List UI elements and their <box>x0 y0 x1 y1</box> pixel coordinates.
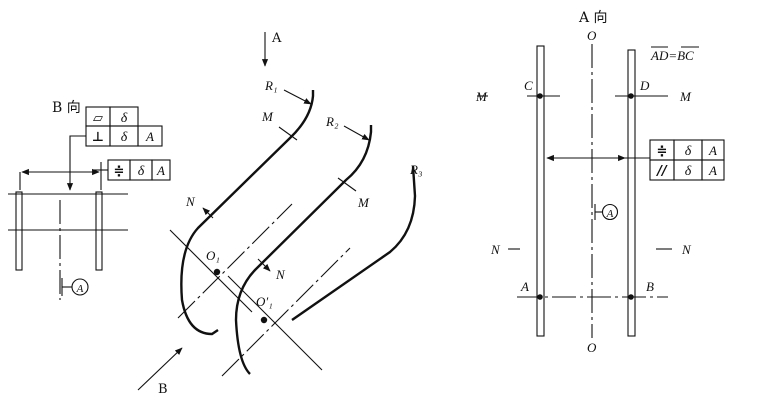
equation-label: AD=BC <box>650 48 694 63</box>
m-label-left: M <box>475 89 488 104</box>
plate-right <box>627 49 636 337</box>
o-label-top: O <box>587 28 597 43</box>
n-label-right: N <box>681 242 692 257</box>
frame-right-datum: A <box>156 163 165 178</box>
frame-right-tolerance: δ <box>138 164 145 179</box>
m-label-right: M <box>679 89 692 104</box>
parallelism-symbol-icon: // <box>655 164 668 179</box>
frame-mid-datum: A <box>145 129 154 144</box>
point-b-label: B <box>646 279 654 294</box>
datum-label-left: A <box>76 283 84 295</box>
frame-row2-datum: A <box>708 163 717 178</box>
n-label-upper: N <box>185 194 196 209</box>
left-view: B 向 ▱ δ ⊥ δ A ≑ δ A <box>8 100 171 300</box>
center-o1-prime <box>260 316 268 324</box>
point-a-label: A <box>520 279 529 294</box>
n-label-lower: N <box>275 267 286 282</box>
tolerance-frame-mid: ⊥ δ A <box>85 125 163 147</box>
frame-row1-datum: A <box>708 143 717 158</box>
plate-left <box>536 45 545 337</box>
frame-top-tolerance: δ <box>121 111 128 126</box>
symmetry-symbol-icon: ≑ <box>114 164 125 179</box>
hook-3 <box>291 165 417 321</box>
arrow-b-label: B <box>158 382 168 397</box>
datum-symbol-left: A <box>61 278 89 296</box>
frame-row2-tolerance: δ <box>685 164 692 179</box>
datum-symbol-right: A <box>594 203 619 221</box>
o-label-bottom: O <box>587 340 597 355</box>
frame-row1-tolerance: δ <box>685 144 692 159</box>
o1p-label: O′₁ <box>256 294 273 309</box>
r1-label: R₁ <box>264 78 277 93</box>
n-label-left: N <box>490 242 501 257</box>
left-plate <box>15 191 23 271</box>
hook-2 <box>234 125 373 375</box>
o1-label: O₁ <box>206 248 220 263</box>
point-d-label: D <box>639 78 650 93</box>
m-label-1: M <box>261 109 274 124</box>
m-label-2: M <box>357 195 370 210</box>
symmetry-symbol-icon-right: ≑ <box>657 144 668 159</box>
r2-label: R₂ <box>325 114 339 129</box>
datum-label-right: A <box>606 208 614 220</box>
middle-view: A B R₁ R₂ R₃ M M N N O₁ <box>137 31 422 397</box>
right-plate <box>95 191 103 271</box>
tolerance-frame-right-view: ≑ δ A // δ A <box>649 139 725 181</box>
perpendicularity-symbol-icon: ⊥ <box>92 130 104 145</box>
flatness-symbol-icon: ▱ <box>93 111 103 126</box>
hook-1 <box>180 90 315 336</box>
tolerance-frame-top: ▱ δ <box>85 106 139 127</box>
tolerance-frame-right: ≑ δ A <box>107 159 171 181</box>
right-view: A 向 AD=BC O O M M C D ≑ <box>475 10 725 355</box>
arrow-a-label: A <box>271 31 282 46</box>
r3-label: R₃ <box>409 162 422 177</box>
right-view-title: A 向 <box>578 10 608 26</box>
left-view-title: B 向 <box>52 100 81 116</box>
point-c-label: C <box>524 78 533 93</box>
frame-mid-tolerance: δ <box>121 130 128 145</box>
view-arrow-b <box>137 347 183 391</box>
center-o1 <box>213 268 221 276</box>
